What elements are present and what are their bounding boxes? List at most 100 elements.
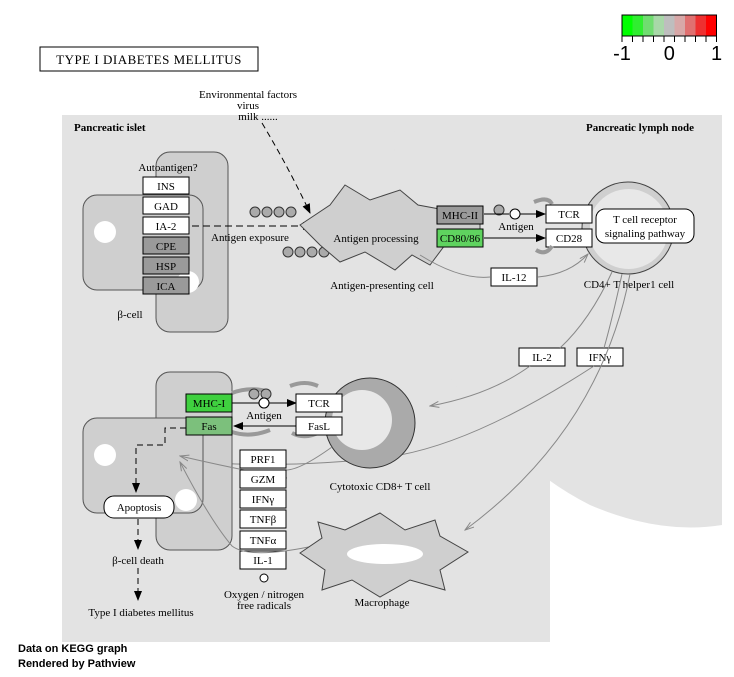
antigen-ctl-label: Antigen (246, 410, 282, 422)
legend-swatch (674, 15, 685, 36)
svg-text:HSP: HSP (156, 261, 176, 273)
gene-ifng-top[interactable]: IFNγ (576, 347, 624, 367)
svg-text:T cell receptor: T cell receptor (613, 214, 677, 226)
pancreatic-islet-label: Pancreatic islet (74, 122, 146, 134)
legend-swatch (706, 15, 717, 36)
antigen-apc-label: Antigen (498, 221, 534, 233)
antigen-exposure-label: Antigen exposure (211, 232, 289, 244)
svg-text:INS: INS (157, 181, 175, 193)
svg-text:GZM: GZM (251, 474, 276, 486)
gene-cpe[interactable]: CPE (142, 236, 190, 255)
environment-arrow (261, 122, 311, 214)
legend-swatch (643, 15, 654, 36)
gene-mhc1[interactable]: MHC-I (185, 393, 233, 413)
gene-il2[interactable]: IL-2 (518, 347, 566, 367)
svg-text:TCR: TCR (558, 209, 580, 221)
radicals-label-2: free radicals (237, 600, 291, 612)
gene-cd28[interactable]: CD28 (545, 228, 593, 248)
legend-swatch (622, 15, 633, 36)
legend-swatch (664, 15, 675, 36)
gene-cd80[interactable]: CD80/86 (436, 228, 484, 248)
pathway-tcr-signaling[interactable]: T cell receptor signaling pathway (595, 208, 695, 244)
beta-cell-nucleus (94, 221, 116, 243)
ctl-bracket-top (289, 381, 319, 388)
svg-text:IA-2: IA-2 (156, 221, 177, 233)
gene-fasl[interactable]: FasL (295, 416, 343, 436)
beta-death-label: β-cell death (112, 555, 164, 567)
svg-text:TNFβ: TNFβ (250, 514, 277, 526)
page-title: TYPE I DIABETES MELLITUS (56, 52, 242, 67)
footer-data-source: Data on KEGG graph (18, 643, 128, 655)
pancreatic-lymph-node-label: Pancreatic lymph node (586, 122, 694, 134)
gene-gzm[interactable]: GZM (239, 469, 287, 489)
fas-apoptosis-edge (132, 427, 186, 493)
apc-il12-edge (419, 254, 491, 278)
apc-label: Antigen-presenting cell (330, 280, 434, 292)
gene-ins[interactable]: INS (142, 176, 190, 195)
svg-text:IL-2: IL-2 (532, 352, 552, 364)
svg-text:PRF1: PRF1 (250, 454, 275, 466)
gene-ia2[interactable]: IA-2 (142, 216, 190, 235)
cd28-bracket (534, 244, 554, 255)
legend-label: -1 (613, 43, 631, 65)
mhc1-tcr-binding (258, 397, 270, 409)
radicals-label-1: Oxygen / nitrogen (224, 589, 305, 601)
svg-text:CPE: CPE (156, 241, 176, 253)
il12-th1-arrow (537, 254, 588, 278)
macrophage-effector-edges (180, 462, 319, 554)
gene-gad[interactable]: GAD (142, 196, 190, 215)
gene-il12[interactable]: IL-12 (490, 267, 538, 287)
beta-cell-bottom-nucleus-2 (175, 489, 197, 511)
antigen-processing-label: Antigen processing (333, 233, 419, 245)
gene-tnfb[interactable]: TNFβ (239, 509, 287, 529)
gene-ica[interactable]: ICA (142, 276, 190, 295)
svg-text:IFNγ: IFNγ (589, 352, 612, 364)
environment-label-1: Environmental factors (199, 89, 297, 101)
legend-swatch (695, 15, 706, 36)
svg-text:IL-12: IL-12 (501, 272, 526, 284)
svg-text:Fas: Fas (201, 421, 216, 433)
environment-label-2: virus (237, 100, 259, 112)
gene-mhc2[interactable]: MHC-II (436, 205, 484, 225)
environment-label-3: milk ...... (238, 111, 278, 123)
beta-cell-label: β-cell (117, 309, 142, 321)
ctl-cell-inner (332, 390, 392, 450)
svg-text:GAD: GAD (154, 201, 178, 213)
svg-text:CD80/86: CD80/86 (440, 233, 481, 245)
autoantigen-label: Autoantigen? (138, 162, 197, 174)
title-box (39, 46, 259, 72)
gene-fas[interactable]: Fas (185, 416, 233, 436)
th1-il2-edge (559, 271, 613, 349)
t1dm-label: Type I diabetes mellitus (88, 607, 193, 619)
gene-ifng[interactable]: IFNγ (239, 489, 287, 509)
gene-tcr-ctl[interactable]: TCR (295, 393, 343, 413)
gene-tnfa[interactable]: TNFα (239, 530, 287, 550)
gene-hsp[interactable]: HSP (142, 256, 190, 275)
svg-text:ICA: ICA (157, 281, 176, 293)
svg-text:Apoptosis: Apoptosis (117, 502, 162, 514)
tcr-th-bracket (533, 197, 554, 206)
svg-text:IFNγ: IFNγ (252, 494, 275, 506)
gene-tcr-th[interactable]: TCR (545, 204, 593, 224)
legend-label: 1 (711, 43, 722, 65)
il2-ctl-arrow (430, 365, 531, 406)
svg-text:MHC-I: MHC-I (193, 398, 226, 410)
ctl-label: Cytotoxic CD8+ T cell (330, 481, 431, 493)
legend-swatch (632, 15, 643, 36)
beta-cell-bottom-nucleus (94, 444, 116, 466)
mhc2-tcr-binding (509, 208, 521, 220)
legend-swatch (685, 15, 696, 36)
svg-text:TNFα: TNFα (250, 535, 277, 547)
apoptosis-node[interactable]: Apoptosis (103, 495, 175, 519)
svg-text:IL-1: IL-1 (253, 555, 273, 567)
svg-text:CD28: CD28 (556, 233, 583, 245)
macrophage-nucleus (347, 544, 423, 564)
gene-il1[interactable]: IL-1 (239, 550, 287, 570)
th1-ifng-edge (603, 273, 623, 349)
radicals-node (259, 573, 269, 583)
svg-text:MHC-II: MHC-II (442, 210, 478, 222)
th1-macrophage-arrow (465, 273, 631, 530)
gene-prf1[interactable]: PRF1 (239, 449, 287, 469)
legend-border (621, 14, 717, 37)
